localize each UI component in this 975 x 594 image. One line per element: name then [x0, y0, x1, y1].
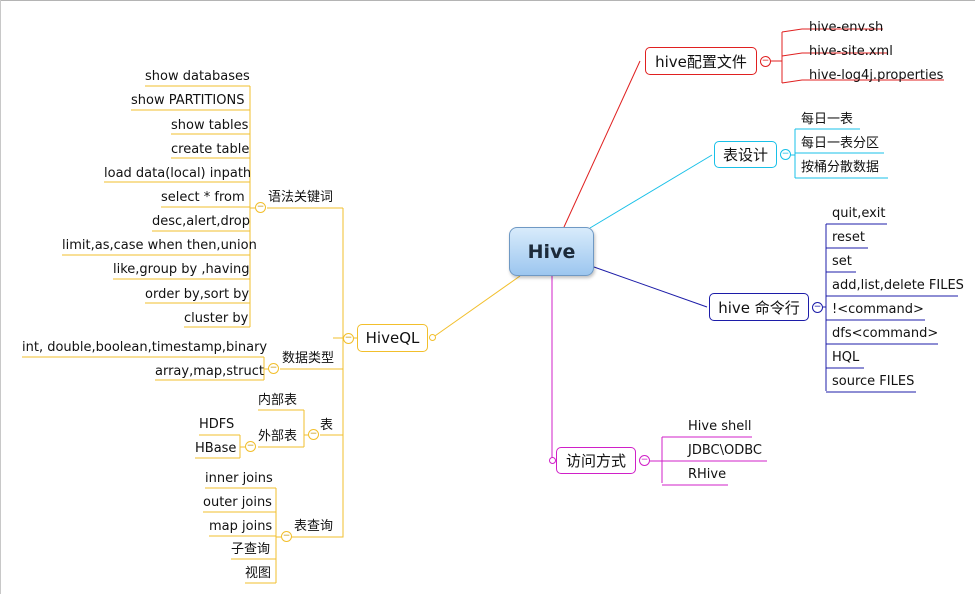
leaf-bucket-data[interactable]: 按桶分散数据 — [801, 160, 880, 175]
connector-line — [823, 224, 827, 391]
connector-line — [263, 357, 268, 380]
central-topic[interactable]: Hive — [509, 227, 594, 276]
leaf-underline — [781, 52, 887, 57]
link-central-cli — [593, 266, 708, 308]
leaf-inner-joins[interactable]: inner joins — [205, 471, 273, 486]
collapse-toggle-icon[interactable]: − — [343, 333, 354, 344]
branch-anchor-dot — [549, 457, 556, 464]
leaf-reset[interactable]: reset — [832, 230, 865, 245]
leaf-rhive[interactable]: RHive — [688, 467, 727, 482]
leaf-show-partitions[interactable]: show PARTITIONS — [131, 93, 245, 108]
subtopic-data-types[interactable]: 数据类型 — [282, 351, 335, 366]
collapse-toggle-icon[interactable]: − — [255, 202, 266, 213]
leaf-select-from[interactable]: select * from — [161, 190, 245, 205]
leaf-hive-shell[interactable]: Hive shell — [688, 419, 752, 434]
subtopic-external-table[interactable]: 外部表 — [258, 429, 298, 444]
topic-hive-cli[interactable]: hive 命令行 — [709, 293, 809, 321]
collapse-toggle-icon[interactable]: − — [281, 531, 292, 542]
link-central-config — [563, 60, 641, 228]
leaf-hdfs[interactable]: HDFS — [199, 417, 235, 432]
subtopic-table[interactable]: 表 — [320, 418, 334, 433]
topic-hiveql[interactable]: HiveQL — [357, 324, 428, 352]
leaf-jdbc-odbc[interactable]: JDBC\ODBC — [688, 443, 763, 458]
collapse-toggle-icon[interactable]: − — [812, 302, 823, 313]
connector-line — [650, 437, 663, 483]
leaf-limit-as-case[interactable]: limit,as,case when then,union — [62, 238, 257, 253]
leaf-order-sort-by[interactable]: order by,sort by — [145, 287, 250, 302]
connector-line — [303, 410, 308, 447]
leaf-internal-table[interactable]: 内部表 — [258, 393, 298, 408]
connector-line — [239, 435, 245, 458]
leaf-outer-joins[interactable]: outer joins — [203, 495, 272, 510]
leaf-hbase[interactable]: HBase — [195, 441, 237, 456]
leaf-quit[interactable]: quit,exit — [832, 206, 886, 221]
leaf-cluster-by[interactable]: cluster by — [184, 311, 249, 326]
leaf-hive-site[interactable]: hive-site.xml — [809, 44, 893, 59]
collapse-toggle-icon[interactable]: − — [245, 441, 256, 452]
leaf-view[interactable]: 视图 — [245, 566, 272, 581]
leaf-source-files[interactable]: source FILES — [832, 374, 915, 389]
leaf-add-list-delete[interactable]: add,list,delete FILES — [832, 278, 964, 293]
leaf-like-group-having[interactable]: like,group by ,having — [113, 262, 250, 277]
collapse-toggle-icon[interactable]: − — [639, 455, 650, 466]
leaf-daily-table[interactable]: 每日一表 — [801, 112, 854, 127]
leaf-show-databases[interactable]: show databases — [145, 69, 250, 84]
leaf-daily-partition[interactable]: 每日一表分区 — [801, 136, 880, 151]
leaf-subquery[interactable]: 子查询 — [231, 542, 271, 557]
leaf-hive-log4j[interactable]: hive-log4j.properties — [809, 68, 944, 83]
leaf-create-table[interactable]: create table — [171, 142, 250, 157]
topic-hive-config[interactable]: hive配置文件 — [645, 47, 757, 75]
topic-access-method[interactable]: 访问方式 — [556, 447, 636, 474]
leaf-dfs-command[interactable]: dfs<command> — [832, 326, 939, 341]
collapse-toggle-icon[interactable]: − — [268, 363, 279, 374]
leaf-hive-env[interactable]: hive-env.sh — [809, 20, 884, 35]
leaf-show-tables[interactable]: show tables — [171, 118, 249, 133]
subtopic-syntax-keywords[interactable]: 语法关键词 — [268, 190, 334, 205]
leaf-map-joins[interactable]: map joins — [209, 519, 273, 534]
connector-line — [791, 129, 796, 178]
collapse-toggle-icon[interactable]: − — [760, 56, 771, 67]
leaf-underline — [781, 28, 883, 33]
link-central-design — [589, 154, 713, 229]
leaf-shell-command[interactable]: !<command> — [832, 302, 924, 317]
subtopic-underline — [292, 530, 344, 538]
subtopic-table-query[interactable]: 表查询 — [294, 519, 334, 534]
leaf-desc-alert-drop[interactable]: desc,alert,drop — [152, 214, 250, 229]
leaf-primitive-types[interactable]: int, double,boolean,timestamp,binary — [22, 340, 268, 355]
collapse-toggle-icon[interactable]: − — [780, 149, 791, 160]
leaf-load-data[interactable]: load data(local) inpath — [104, 166, 252, 181]
leaf-underline — [781, 79, 944, 84]
leaf-complex-types[interactable]: array,map,struct — [155, 364, 264, 379]
collapse-toggle-icon[interactable]: − — [308, 429, 319, 440]
leaf-set[interactable]: set — [832, 254, 852, 269]
link-central-hiveql — [431, 275, 521, 339]
connector-line — [771, 32, 783, 83]
leaf-hql[interactable]: HQL — [832, 350, 860, 365]
branch-anchor-dot — [429, 334, 436, 341]
topic-table-design[interactable]: 表设计 — [714, 141, 777, 168]
